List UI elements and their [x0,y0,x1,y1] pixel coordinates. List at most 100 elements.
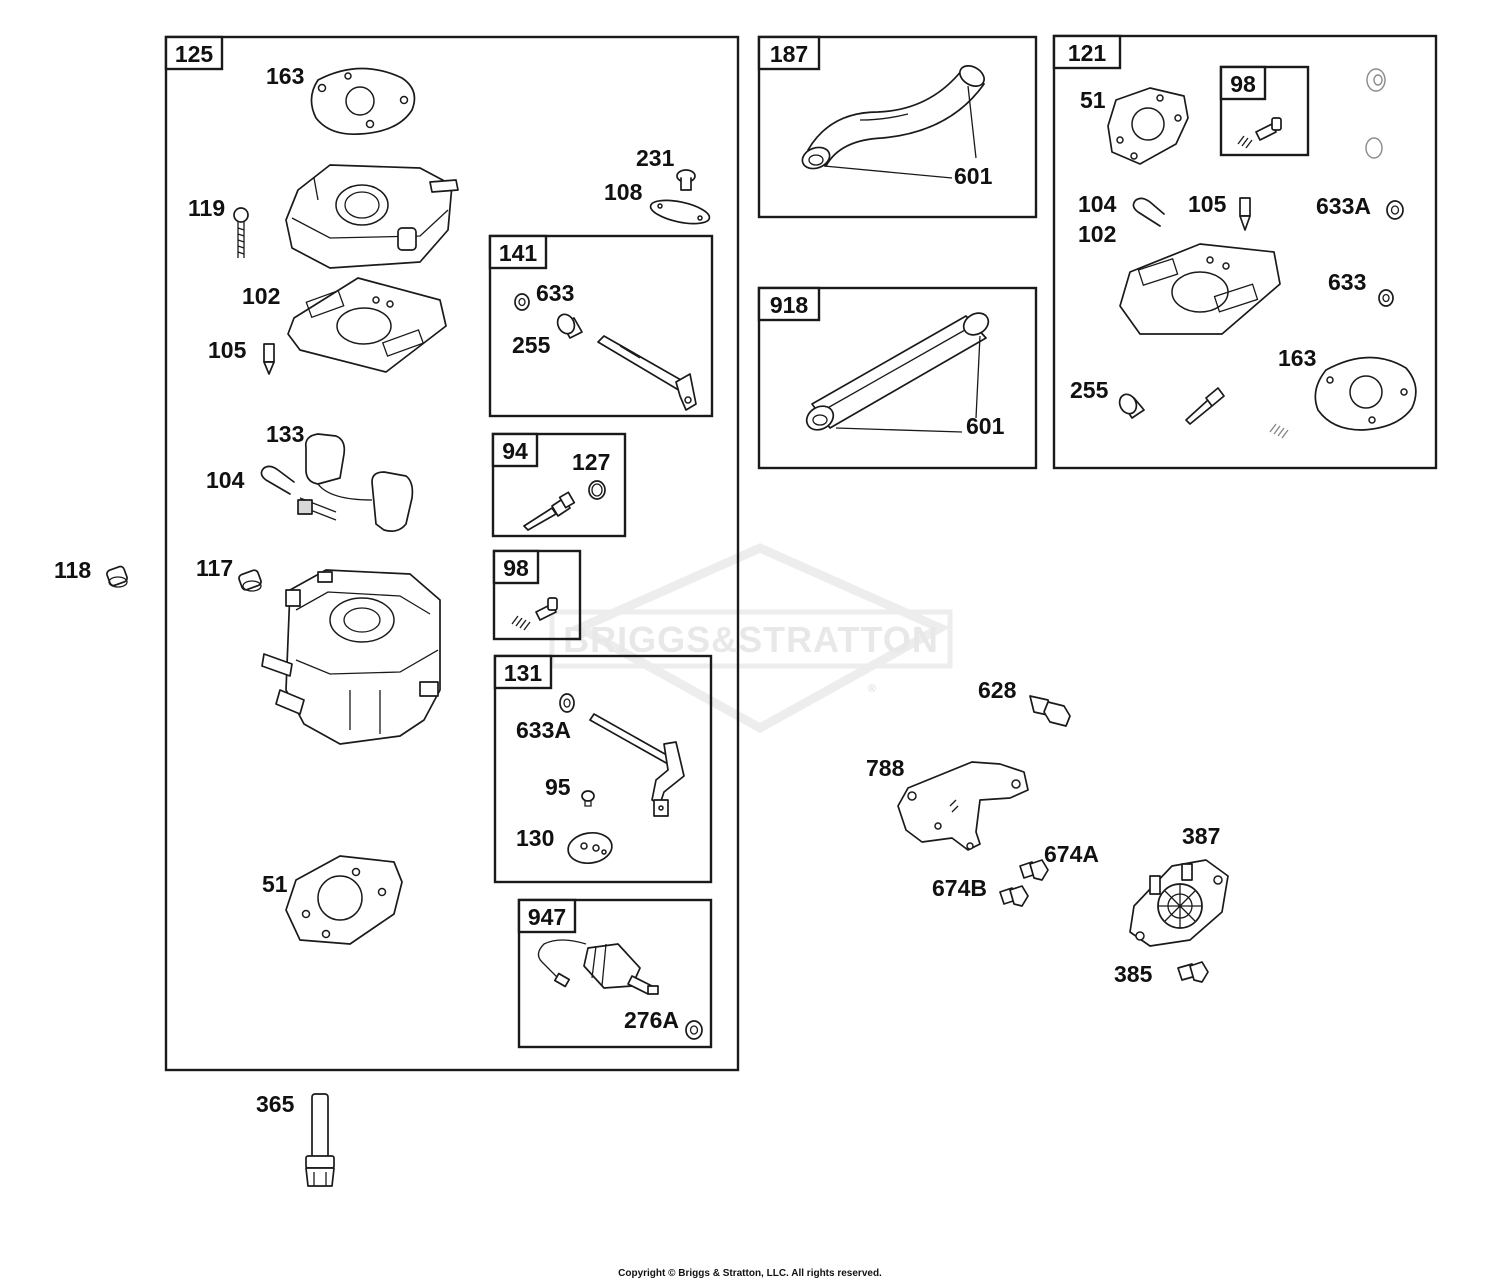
idle-screw-spring-98-right [1237,117,1282,149]
fuel-pump-387 [1129,859,1229,947]
label-365: 365 [256,1091,295,1117]
kit-98-right-group: 98 [1219,65,1310,157]
leader-601-k187-b [967,85,977,159]
label-628: 628 [978,677,1017,703]
label-119: 119 [188,195,225,221]
gasket-163-kit-121 [1314,356,1417,431]
leader-601-k918-b [975,335,981,419]
kit-94-number: 94 [502,438,528,464]
kit-947-number: 947 [528,904,566,930]
kit-141-box [488,234,714,418]
label-104-main: 104 [206,467,245,493]
bushing-255-kit-121 [1118,393,1145,419]
label-633a-kit-121: 633A [1316,193,1371,219]
kit-141-number: 141 [499,240,538,266]
label-633a-kit-131: 633A [516,717,571,743]
kit-187-number: 187 [770,41,808,67]
kit-121-number: 121 [1068,40,1107,66]
idle-mixture-screw-94 [523,491,576,531]
ghost-spring-icon [1269,423,1289,439]
plug-118 [106,565,128,588]
screw-674b [999,885,1029,907]
kit-141-group: 141 [488,234,714,418]
label-108: 108 [604,179,643,205]
kit-131-number: 131 [504,660,543,686]
washer-633a-kit-131 [559,693,575,713]
kit-125-tab [164,35,224,71]
gasket-108 [649,199,711,225]
o-ring-127 [588,480,606,500]
screw-231 [676,169,696,191]
label-633-kit-121: 633 [1328,269,1366,295]
plug-117 [238,569,262,592]
label-95: 95 [545,774,571,800]
inlet-needle-105-kit-121 [1239,197,1251,231]
kit-125-group: 125 [164,35,740,1072]
leader-601-k187-a [823,165,953,179]
ghost-clip-icon [1366,68,1386,92]
kit-187-tab [757,35,821,71]
kit-187-group: 187 [757,35,1038,219]
label-231: 231 [636,145,675,171]
kit-121-group: 121 [1052,34,1438,470]
gasket-51-main [285,855,403,945]
fuel-solenoid-947 [537,939,659,995]
label-788: 788 [866,755,905,781]
watermark-diamond [569,543,951,734]
kit-918-box [757,286,1038,470]
kit-947-tab [517,898,577,934]
kit-131-box [493,654,713,884]
label-104-kit-121: 104 [1078,191,1117,217]
label-105-kit-121: 105 [1188,191,1227,217]
gasket-102-main [287,277,447,373]
label-276a: 276A [624,1007,679,1033]
screw-119 [233,207,249,258]
kit-947-group: 947 [517,898,713,1049]
kit-918-number: 918 [770,292,809,318]
bolt-628 [1029,695,1071,727]
copyright-notice: Copyright © Briggs & Stratton, LLC. All … [618,1268,882,1279]
kit-94-tab [491,432,539,468]
screw-365 [305,1093,335,1187]
kit-98-right-number: 98 [1230,71,1256,97]
gasket-163-main [310,67,416,136]
kit-131-tab [493,654,553,690]
kit-121-box [1052,34,1438,470]
inlet-needle-105 [263,343,275,375]
screw-674a [1019,859,1049,881]
label-127: 127 [572,449,610,475]
hinge-pin-104-kit-121 [1132,197,1165,227]
fuel-line-187 [801,65,985,170]
kit-121-tab [1052,34,1122,70]
ghost-washer-icon [1365,137,1383,159]
label-105-main: 105 [208,337,247,363]
washer-633a-kit-121 [1386,200,1404,220]
kit-918-group: 918 [757,286,1038,470]
label-255-kit-121: 255 [1070,377,1109,403]
throttle-plate-130 [567,831,613,865]
label-130: 130 [516,825,554,851]
label-633-kit-141: 633 [536,280,574,306]
kit-947-box [517,898,713,1049]
mixture-screw-kit-121 [1185,387,1225,425]
label-601-kit-187: 601 [954,163,993,189]
label-51-main: 51 [262,871,288,897]
kit-187-box [757,35,1038,219]
washer-633-kit-141 [514,293,530,311]
label-51-kit-121: 51 [1080,87,1106,113]
kit-918-tab [757,286,821,322]
label-385: 385 [1114,961,1153,987]
kit-125-box [164,35,740,1072]
kit-141-tab [488,234,548,270]
label-163-kit-121: 163 [1278,345,1316,371]
label-387: 387 [1182,823,1220,849]
fuel-line-918 [805,312,990,431]
label-133: 133 [266,421,304,447]
label-102-main: 102 [242,283,280,309]
kit-94-box [491,432,627,538]
label-163-main: 163 [266,63,304,89]
kit-98-left-number: 98 [503,555,529,581]
label-674a: 674A [1044,841,1099,867]
